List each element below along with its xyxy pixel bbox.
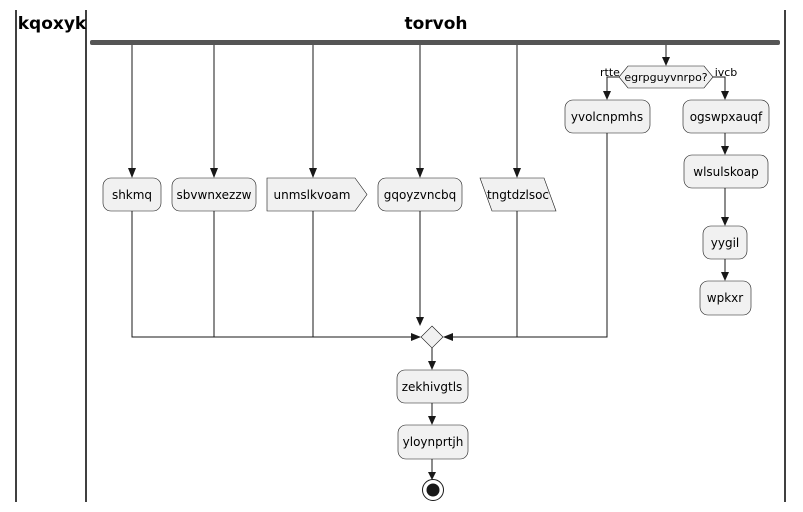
action-wlsulskoap: wlsulskoap <box>683 154 769 189</box>
action-label: yvolcnpmhs <box>571 110 643 124</box>
decision-edges <box>603 76 729 100</box>
fork-bar <box>90 40 780 45</box>
action-label: wpkxr <box>707 291 743 305</box>
action-wpkxr: wpkxr <box>699 280 752 316</box>
action-label: yloynprtjh <box>403 435 464 449</box>
branch-label-rtte: rtte <box>600 66 620 79</box>
action-label: tngtdzlsoc <box>487 188 549 202</box>
action-gqoyzvncbq: gqoyzvncbq <box>377 177 463 212</box>
action-sbvwnxezzw: sbvwnxezzw <box>171 177 257 212</box>
action-shkmq: shkmq <box>102 177 162 212</box>
merge-node <box>420 325 444 349</box>
action-label: sbvwnxezzw <box>177 188 252 202</box>
action-label: shkmq <box>112 188 152 202</box>
action-label: yygil <box>711 236 740 250</box>
action-label: gqoyzvncbq <box>384 188 457 202</box>
branch-label-ivcb: ivcb <box>715 66 738 79</box>
action-label: ogswpxauqf <box>690 110 763 124</box>
action-label: unmslkvoam <box>274 188 351 202</box>
action-zekhivgtls: zekhivgtls <box>396 369 469 404</box>
action-yvolcnpmhs: yvolcnpmhs <box>564 99 651 134</box>
action-unmslkvoam: unmslkvoam <box>266 177 368 212</box>
action-label: wlsulskoap <box>693 165 758 179</box>
action-yloynprtjh: yloynprtjh <box>397 424 469 460</box>
merge-edges <box>131 133 608 341</box>
decision-question: egrpguyvnrpo? <box>624 71 707 84</box>
fork-edges <box>128 45 670 178</box>
decision-node: egrpguyvnrpo? <box>618 65 714 89</box>
action-ogswpxauqf: ogswpxauqf <box>682 99 770 134</box>
action-yygil: yygil <box>702 225 748 260</box>
end-node <box>422 479 444 501</box>
lane-title-torvoh: torvoh <box>404 14 467 34</box>
action-label: zekhivgtls <box>402 380 463 394</box>
lane-title-kqoxyk: kqoxyk <box>18 14 87 34</box>
action-tngtdzlsoc: tngtdzlsoc <box>479 177 557 212</box>
